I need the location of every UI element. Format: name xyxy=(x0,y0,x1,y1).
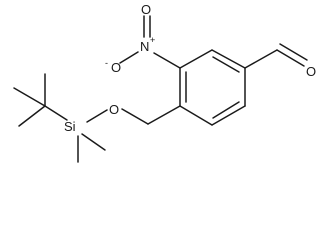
structure-canvas: O N + O O - O Si xyxy=(13,2,316,163)
ring-bond-c5-c6 xyxy=(179,105,213,126)
silicon-label: Si xyxy=(64,119,76,134)
tbu-methyl-left-bond xyxy=(13,87,46,107)
nitro-oxygen-left-label: O xyxy=(111,60,121,75)
structure-diagram: O N + O O - O Si xyxy=(13,2,316,163)
nitro-oxygen-top-label: O xyxy=(141,2,151,17)
si-methyl-2-bond xyxy=(81,133,106,151)
benzene-ring xyxy=(179,49,246,126)
aldehyde-group: O xyxy=(244,43,316,79)
ring-double-bond-inner-2 xyxy=(212,101,240,119)
ring-double-bond-inner-1 xyxy=(212,56,240,73)
tbdms-group: Si xyxy=(13,73,106,163)
ether-oxygen-label: O xyxy=(109,102,119,117)
nitro-nitrogen-charge: + xyxy=(150,35,155,45)
ring-bond-c1-c2 xyxy=(179,49,213,69)
nitro-nitrogen-label: N xyxy=(140,39,149,54)
tbu-methyl-bottom-bond xyxy=(18,105,46,127)
nitro-group: N + O O - xyxy=(105,2,181,75)
nitro-oxygen-charge: - xyxy=(105,58,108,68)
aldehyde-co-bond-1 xyxy=(276,49,305,67)
ch2-o-bond xyxy=(121,108,149,125)
si-tbu-bond xyxy=(44,105,68,121)
nitro-cn-bond xyxy=(153,52,181,69)
o-si-bond xyxy=(86,109,108,123)
aldehyde-oxygen-label: O xyxy=(306,64,316,79)
silyl-ether-linkage: O xyxy=(86,102,181,125)
aldehyde-c-bond xyxy=(244,49,278,69)
nitro-no-bond-3 xyxy=(119,51,139,64)
ring-bond-c4-c5 xyxy=(211,105,246,126)
ring-bond-c2-c3 xyxy=(211,49,246,69)
aldehyde-co-bond-2 xyxy=(279,43,308,61)
benzyl-ch2-bond xyxy=(147,105,181,125)
